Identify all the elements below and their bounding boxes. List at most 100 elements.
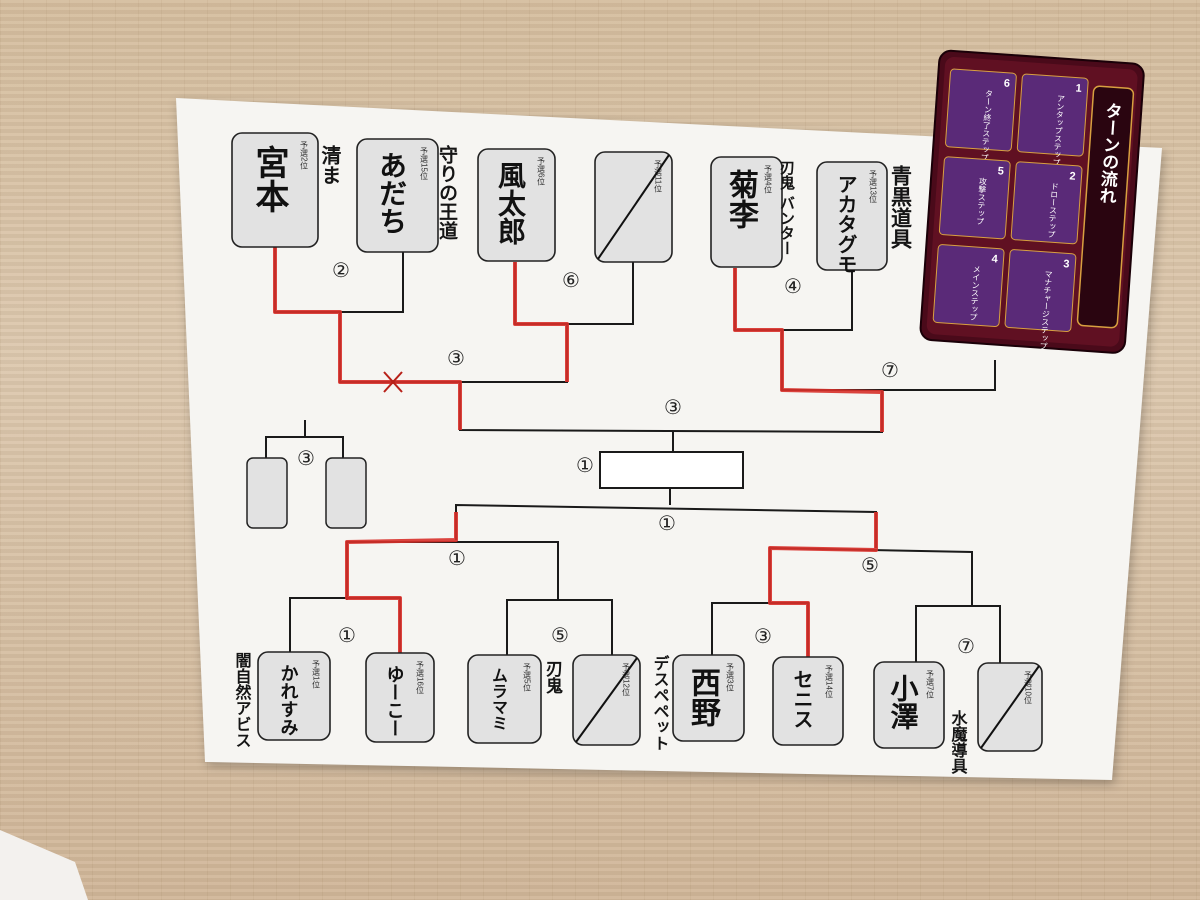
player-name: かれすみ: [278, 664, 299, 736]
card-step-label: メインステップ: [969, 265, 982, 322]
seed-label: 予選1位: [312, 660, 321, 688]
deck-label-akatagumo: 青黒道具: [889, 165, 914, 250]
card-step-number: 3: [1063, 258, 1070, 270]
deck-label-muramami: 刃鬼: [542, 660, 563, 694]
slot-frame: [365, 652, 435, 743]
slot-frame: [467, 654, 542, 744]
card-step-number: 2: [1069, 170, 1076, 182]
table-number-r2-bottom-right: ⑤: [861, 555, 879, 577]
bottom-player-slot: 予選14位 セニス: [772, 656, 844, 746]
table-number-r2-bottom-left: ①: [448, 548, 466, 570]
table-number-third-place: ③: [297, 448, 315, 470]
seed-label: 予選11位: [654, 160, 663, 192]
player-name: あだち: [375, 151, 408, 235]
card-step-panel: [1016, 73, 1089, 157]
table-number-final: ①: [576, 455, 594, 477]
player-name: 宮本: [249, 145, 289, 213]
bottom-player-slot: 予選1位 かれすみ: [257, 651, 331, 741]
top-player-slot: 予選13位 アカタグモ: [816, 161, 888, 274]
deck-label-karesumi: 闇自然アビス: [233, 652, 252, 748]
seed-label: 予選13位: [869, 170, 878, 203]
seed-label: 予選2位: [300, 141, 309, 169]
player-name: ムラマミ: [489, 667, 508, 731]
table-number-r2-top-right: ⑦: [881, 360, 899, 382]
deck-label-kikuri: 刃鬼 バンター: [778, 160, 796, 255]
deck-label-adachi: 守りの王道: [436, 144, 458, 241]
slot-frame: [231, 132, 319, 248]
card-step-panel: [1010, 161, 1083, 245]
table-numbers: ② ⑥ ④ ③ ⑦ ③ ① ① ① ⑤ ① ⑤ ③ ⑦ ③: [297, 260, 975, 658]
player-name: 風太郎: [494, 161, 527, 245]
table-number-semi-top: ③: [664, 397, 682, 419]
card-step: 4 メインステップ: [932, 244, 1005, 328]
top-player-slot: 予選15位 あだち: [356, 138, 439, 253]
slot-frame: [356, 138, 439, 253]
turn-flow-card: ターンの流れ 6ターン終了ステップ1アンタップステップ5攻撃ステップ2ドローステ…: [919, 49, 1145, 354]
top-player-slot: 予選2位 宮本: [231, 132, 319, 248]
card-step-panel: [938, 156, 1011, 240]
card-step-panel: [945, 68, 1017, 152]
slot-frame: [257, 651, 331, 741]
bye-slash: [597, 154, 670, 260]
bottom-player-slots: 予選1位かれすみ予選16位ゆーこー予選5位ムラマミ予選12位予選3位西野予選14…: [257, 651, 1043, 752]
card-step-panel: [932, 244, 1005, 328]
deck-label-ozawa: 水魔導具: [949, 709, 968, 775]
slot-frame: [816, 161, 888, 271]
card-step: 5 攻撃ステップ: [938, 156, 1011, 240]
table-number-r2-top-left: ③: [447, 348, 465, 370]
slot-frame: [772, 656, 844, 746]
table-number-r1-top-b: ⑥: [562, 270, 580, 292]
table-number-r1-bot-d: ⑦: [957, 636, 975, 658]
card-step-panel: [1004, 249, 1077, 333]
bye-slash: [575, 657, 638, 743]
player-name: 小澤: [887, 674, 920, 730]
corner-paper: [0, 830, 88, 900]
player-name: セニス: [790, 669, 814, 729]
player-name: 菊李: [723, 169, 759, 229]
deck-labels: 清ま 守りの王道 刃鬼 バンター 青黒道具 闇自然アビス 刃鬼 デスペペット 水…: [233, 144, 968, 775]
bottom-player-slot: 予選12位: [572, 654, 641, 746]
card-step-number: 4: [991, 253, 999, 265]
card-step-number: 6: [1003, 78, 1010, 90]
top-player-slot: 予選11位: [594, 151, 673, 263]
card-step-number: 5: [997, 165, 1004, 177]
table-number-r1-top-c: ④: [784, 276, 802, 298]
table-number-r1-top-a: ②: [332, 260, 350, 282]
seed-label: 予選10位: [1024, 671, 1033, 704]
seed-label: 予選16位: [416, 661, 425, 694]
cross-mark: [383, 371, 403, 393]
table-number-r1-bot-c: ③: [754, 626, 772, 648]
seed-label: 予選12位: [622, 663, 631, 696]
winner-lines: [273, 247, 884, 660]
slot-frame: [873, 661, 945, 749]
seed-label: 予選3位: [726, 663, 735, 691]
slot-frame: [672, 654, 745, 742]
seed-label: 予選4位: [764, 165, 773, 193]
deck-label-miyamoto: 清ま: [318, 144, 342, 185]
table-number-r1-bot-b: ⑤: [551, 625, 569, 647]
slot-frame: [477, 148, 556, 262]
card-step-label: 攻撃ステップ: [975, 176, 987, 226]
bye-slash: [980, 665, 1040, 749]
seed-label: 予選15位: [420, 147, 429, 180]
player-name: アカタグモ: [834, 174, 858, 274]
card-step-number: 1: [1075, 83, 1082, 95]
third-place-slot-left: [246, 457, 288, 529]
table-number-r1-bot-a: ①: [338, 625, 356, 647]
seed-label: 予選7位: [926, 670, 935, 698]
player-name: 西野: [685, 667, 721, 727]
seed-label: 予選14位: [825, 665, 834, 698]
deck-label-nishino: デスペペット: [651, 654, 670, 751]
player-name: ゆーこー: [384, 665, 405, 737]
